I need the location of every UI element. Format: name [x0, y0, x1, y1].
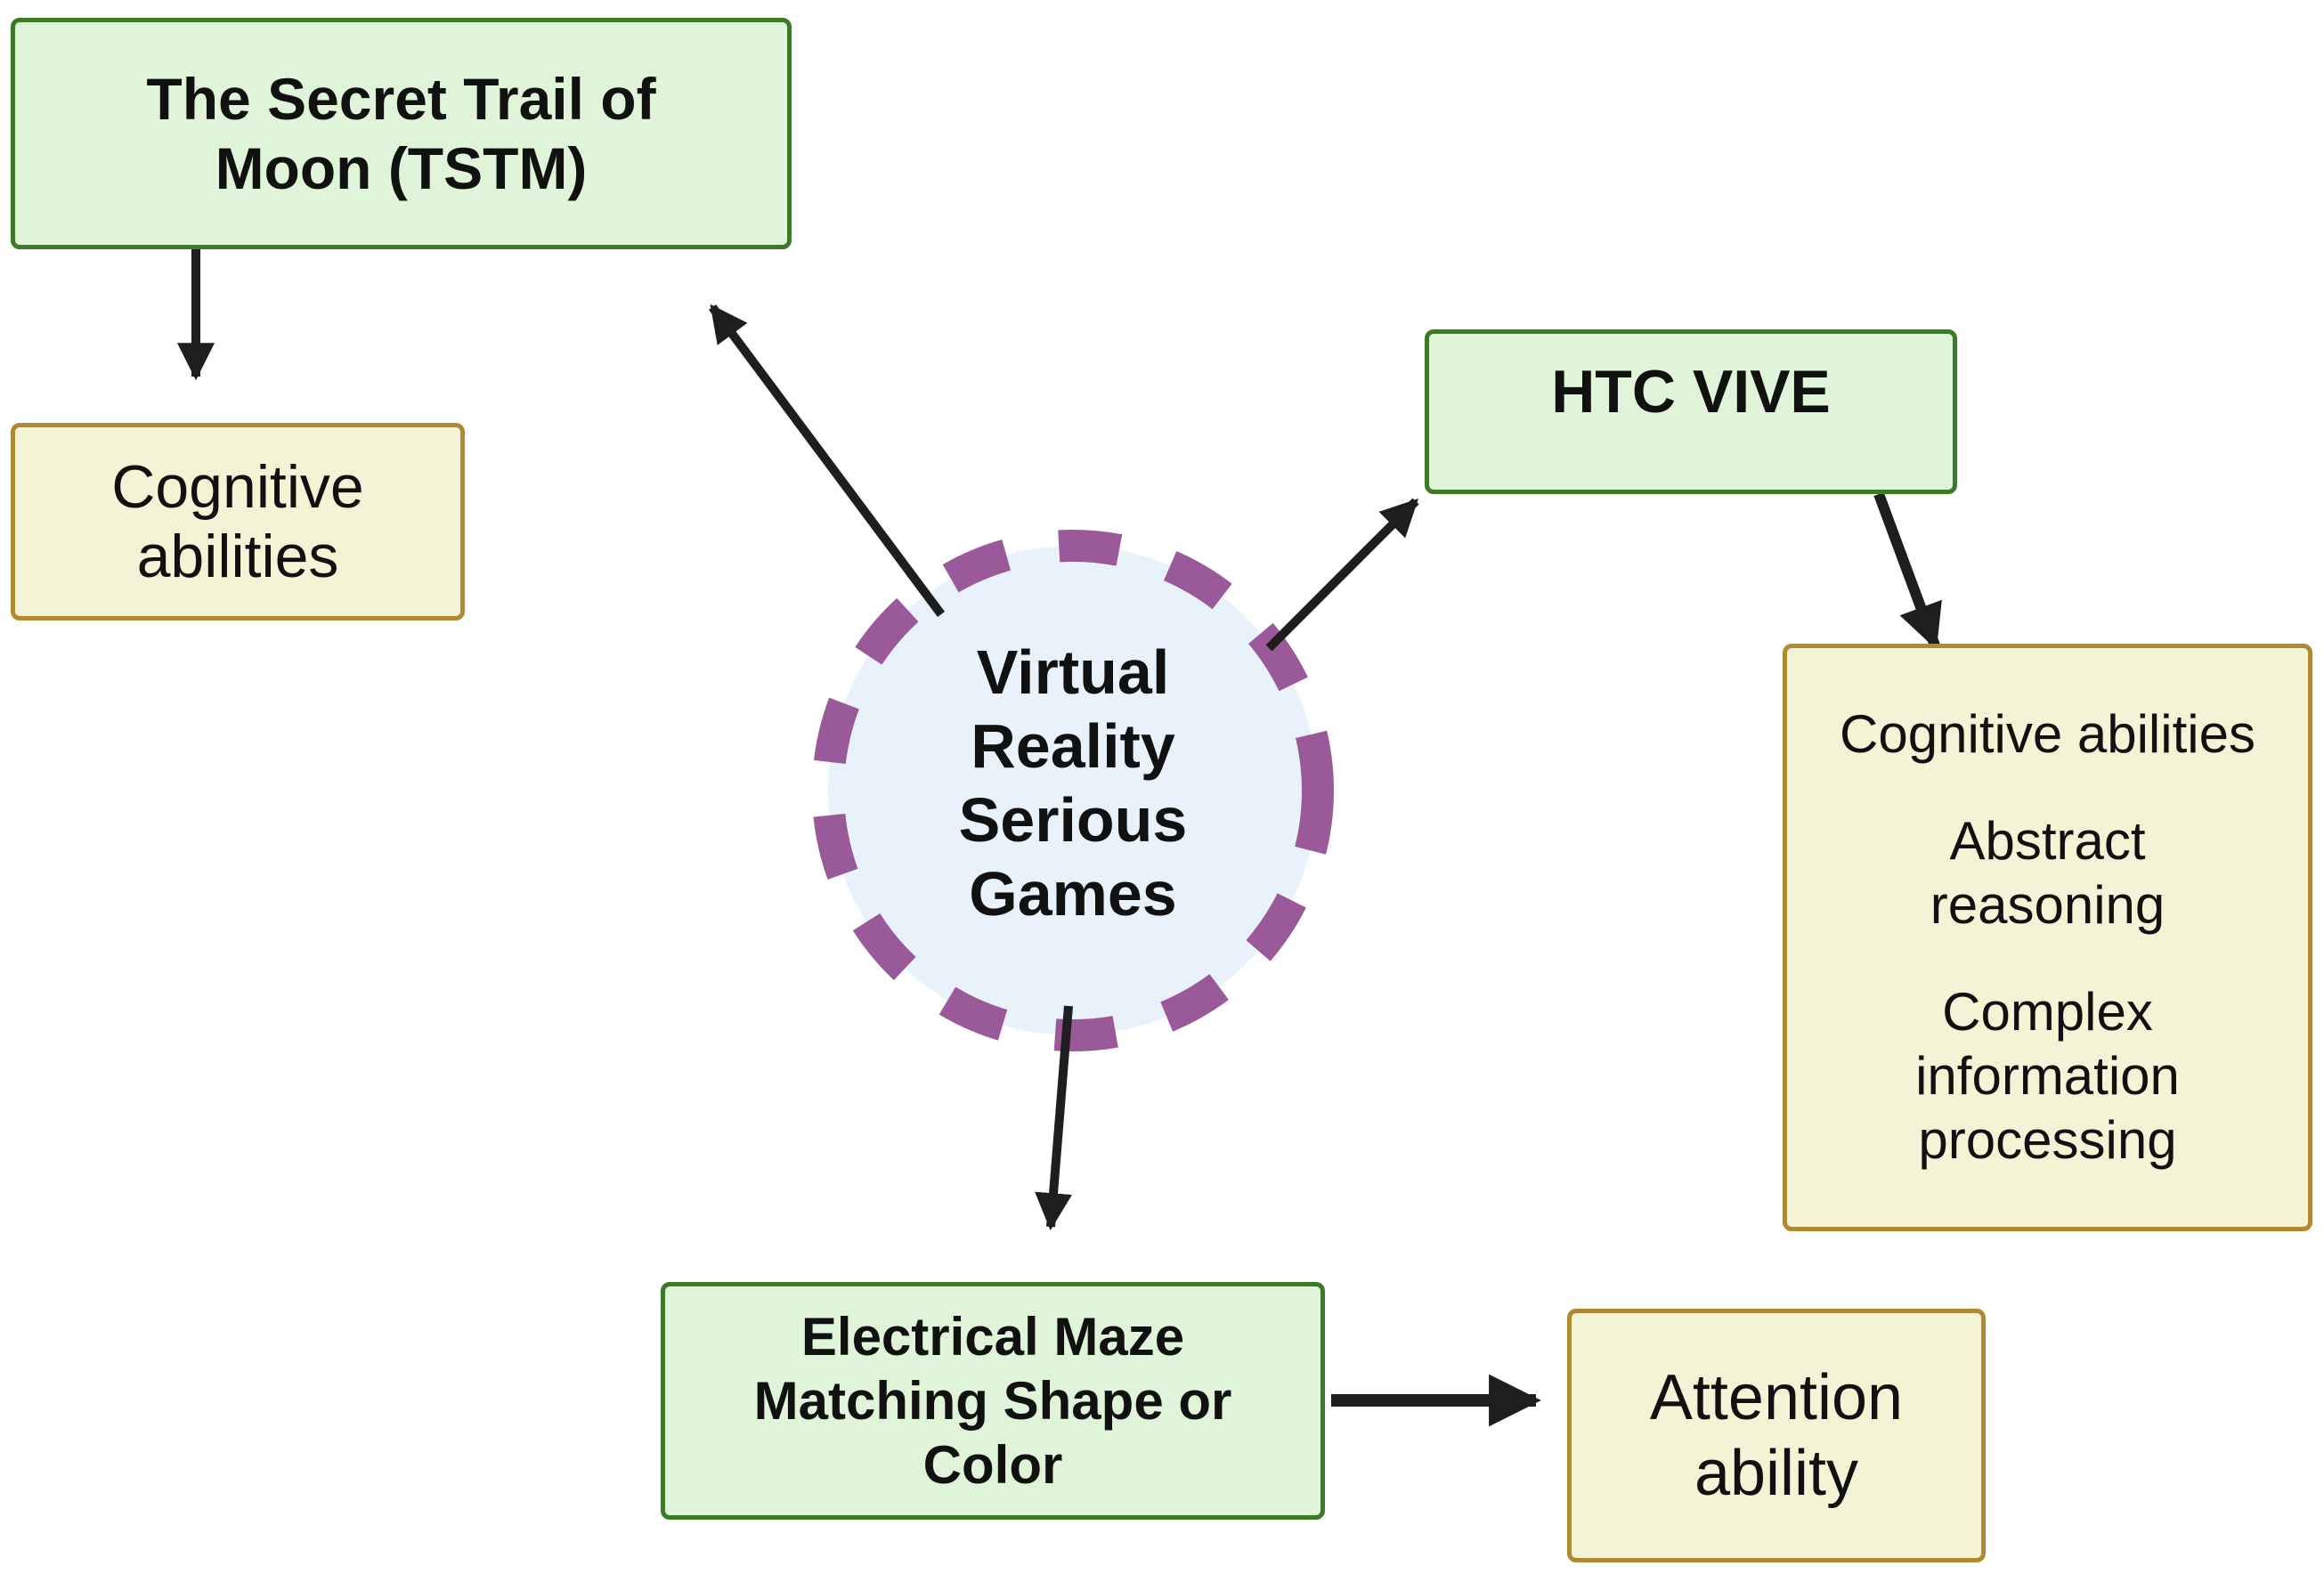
htc-outcome-line: information: [1915, 1046, 2180, 1106]
maze-box-line: Electrical Maze: [800, 1306, 1185, 1367]
hub-circle: [812, 530, 1334, 1051]
attention-outcome-line: ability: [1694, 1437, 1859, 1509]
hub-label-line: Virtual: [976, 637, 1170, 707]
maze-box-line: Color: [922, 1434, 1063, 1495]
htc-vive-label: HTC VIVE: [1551, 358, 1831, 426]
htc-outcome-line: reasoning: [1930, 875, 2166, 935]
arrow-hub-to-htc: [1265, 498, 1419, 652]
attention-outcome-box: Attention ability: [1567, 1309, 1986, 1562]
htc-outcome-line: processing: [1918, 1110, 2177, 1170]
tstm-outcome-box: Cognitive abilities: [11, 423, 465, 621]
arrow-htc-to-outcome: [1873, 491, 1942, 650]
tstm-box: The Secret Trail of Moon (TSTM): [11, 18, 792, 249]
tstm-outcome-line: abilities: [136, 523, 339, 590]
hub-label-line: Serious: [958, 785, 1188, 855]
htc-vive-box: HTC VIVE: [1425, 329, 1957, 494]
tstm-outcome-line: Cognitive: [111, 453, 364, 521]
arrow-hub-to-tstm: [708, 304, 946, 617]
tstm-box-line: Moon (TSTM): [215, 135, 588, 201]
hub-label: Virtual Reality Serious Games: [833, 623, 1313, 944]
attention-outcome-line: Attention: [1649, 1361, 1904, 1433]
tstm-box-line: The Secret Trail of: [146, 66, 656, 132]
hub-label-line: Reality: [971, 711, 1175, 781]
htc-outcome-line: Complex: [1942, 982, 2153, 1042]
maze-box-line: Matching Shape or: [753, 1370, 1232, 1431]
htc-outcome-box: Cognitive abilities Abstract reasoning C…: [1783, 644, 2312, 1231]
electrical-maze-box: Electrical Maze Matching Shape or Color: [661, 1282, 1325, 1520]
arrow-hub-to-maze: [1035, 1005, 1073, 1231]
htc-outcome-line: Abstract: [1949, 811, 2146, 871]
hub-label-line: Games: [969, 859, 1177, 929]
htc-outcome-line: Cognitive abilities: [1840, 704, 2255, 764]
